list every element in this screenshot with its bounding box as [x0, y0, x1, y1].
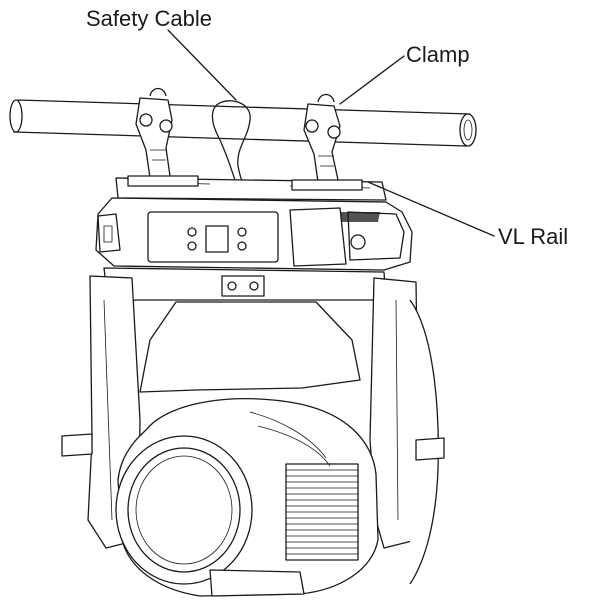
- right-clamp: [303, 93, 341, 183]
- fixture-base: [95, 197, 413, 271]
- truss-pipe: [9, 99, 477, 147]
- left-clamp: [135, 87, 173, 179]
- leader-safety-cable: [167, 29, 237, 101]
- leader-clamp: [339, 55, 405, 105]
- label-clamp: Clamp: [406, 42, 470, 67]
- vent-grille: [285, 463, 359, 561]
- leader-vl-rail: [367, 181, 495, 237]
- safety-cable: [211, 100, 251, 195]
- label-safety-cable: Safety Cable: [86, 6, 212, 31]
- moving-head: [115, 301, 379, 597]
- vl-rail: [115, 175, 387, 201]
- label-vl-rail: VL Rail: [498, 224, 569, 249]
